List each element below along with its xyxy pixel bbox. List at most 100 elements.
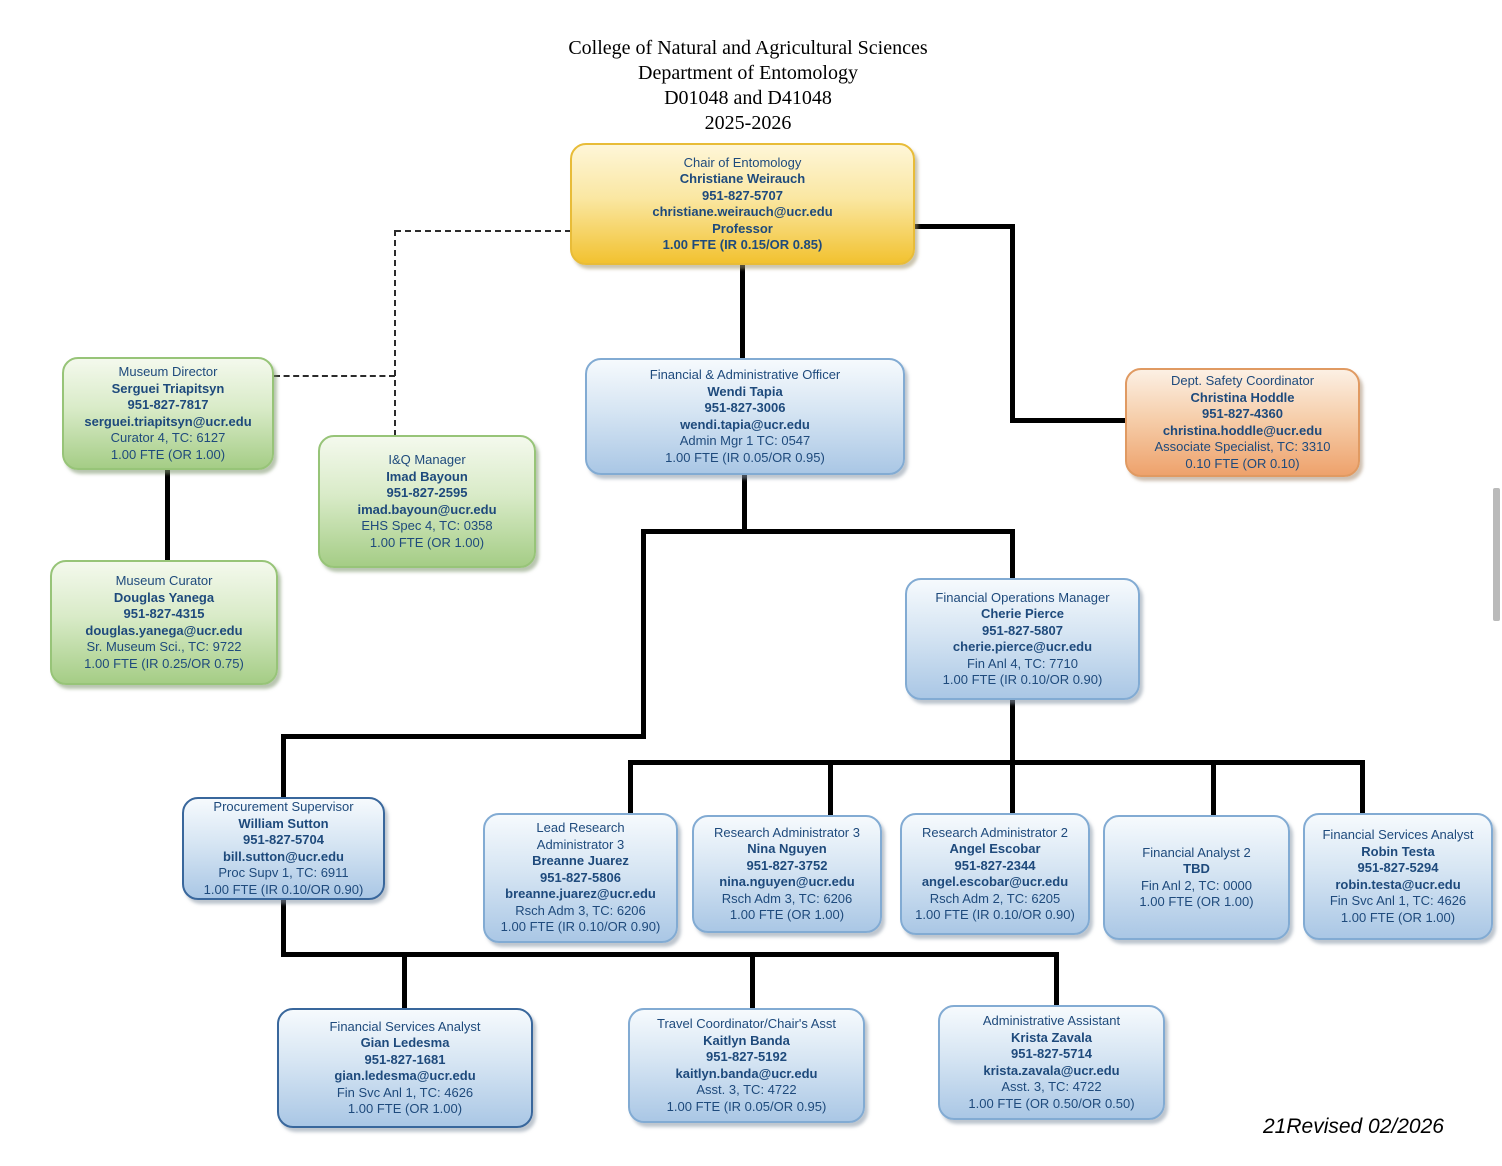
box-line: 1.00 FTE (IR 0.10/OR 0.90) xyxy=(203,881,364,897)
box-line: Wendi Tapia xyxy=(707,383,783,399)
connector-to-safety xyxy=(1010,418,1127,423)
title-line-department: Department of Entomology xyxy=(638,62,858,84)
connector-drop-travel xyxy=(750,952,755,1010)
box-line: 951-827-5704 xyxy=(243,832,324,847)
connector-bus3 xyxy=(281,952,1059,957)
box-line: 951-827-7817 xyxy=(127,397,209,412)
box-line: Administrative Assistant xyxy=(982,1013,1121,1028)
connector-to-procurement xyxy=(281,734,286,798)
box-line: Cherie Pierce xyxy=(980,606,1065,621)
box-line: Rsch Adm 2, TC: 6205 xyxy=(929,890,1061,906)
box-line: 1.00 FTE (IR 0.25/OR 0.75) xyxy=(84,655,244,671)
box-line: Research Administrator 2 xyxy=(922,824,1068,840)
box-line: William Sutton xyxy=(238,815,329,831)
connector-fom-down xyxy=(1010,699,1015,815)
box-line: 1.00 FTE (OR 0.50/OR 0.50) xyxy=(968,1095,1135,1111)
box-line: 951-827-2344 xyxy=(954,857,1036,873)
box-line: 1.00 FTE (OR 1.00) xyxy=(347,1101,463,1116)
box-line: Proc Supv 1, TC: 6911 xyxy=(218,865,349,880)
connector-left-horizontal xyxy=(281,734,646,739)
box-line: Museum Curator xyxy=(115,573,213,588)
box-line: 1.00 FTE (IR 0.05/OR 0.95) xyxy=(666,1098,827,1114)
box-line: EHS Spec 4, TC: 0358 xyxy=(361,518,493,533)
title-line-year: 2025-2026 xyxy=(704,112,792,134)
box-line: douglas.yanega@ucr.edu xyxy=(85,622,243,638)
box-line: Douglas Yanega xyxy=(113,589,215,605)
revision-note: 21Revised 02/2026 xyxy=(1263,1115,1444,1138)
box-line: Krista Zavala xyxy=(1011,1029,1092,1045)
connector-procurement-down xyxy=(281,899,286,955)
box-line: Curator 4, TC: 6127 xyxy=(110,430,226,445)
box-line: bill.sutton@ucr.edu xyxy=(222,848,344,864)
box-line: Financial Analyst 2 xyxy=(1142,844,1251,860)
box-line: Financial & Administrative Officer xyxy=(649,367,841,382)
box-line: cherie.pierce@ucr.edu xyxy=(952,639,1093,654)
box-line: Administrator 3 xyxy=(536,836,625,852)
box-line: Asst. 3, TC: 4722 xyxy=(696,1082,797,1097)
connector-chair-to-fao xyxy=(740,263,745,360)
box-line: 951-827-5806 xyxy=(540,869,621,885)
box-line: 951-827-5714 xyxy=(1011,1046,1092,1061)
connector-bus1 xyxy=(641,529,1015,534)
connector-bus1-to-fom xyxy=(1010,529,1015,580)
box-line: Admin Mgr 1 TC: 0547 xyxy=(679,433,811,448)
box-line: Angel Escobar xyxy=(949,841,1041,856)
connector-chair-right xyxy=(913,224,1015,229)
box-line: Rsch Adm 3, TC: 6206 xyxy=(721,890,853,906)
box-line: kaitlyn.banda@ucr.edu xyxy=(675,1065,818,1081)
dashed-connector-vertical xyxy=(394,230,396,436)
box-line: Serguei Triapitsyn xyxy=(111,380,225,396)
box-line: breanne.juarez@ucr.edu xyxy=(505,886,656,902)
title-line-codes: D01048 and D41048 xyxy=(664,87,832,109)
scrollbar-thumb[interactable] xyxy=(1493,488,1500,621)
box-line: Nina Nguyen xyxy=(747,841,827,856)
box-line: Kaitlyn Banda xyxy=(703,1032,790,1048)
box-line: wendi.tapia@ucr.edu xyxy=(680,416,810,432)
box-line: Rsch Adm 3, TC: 6206 xyxy=(515,902,646,918)
connector-drop-admin-asst xyxy=(1054,952,1059,1007)
box-line: 1.00 FTE (IR 0.10/OR 0.90) xyxy=(500,919,661,935)
connector-drop-lead-ra3 xyxy=(628,760,633,815)
box-line: Chair of Entomology xyxy=(683,154,802,170)
box-line: 1.00 FTE (OR 1.00) xyxy=(369,534,485,550)
box-line: 1.00 FTE (IR 0.05/OR 0.95) xyxy=(665,449,825,465)
box-line: Research Administrator 3 xyxy=(714,824,860,840)
chart-title: College of Natural and Agricultural Scie… xyxy=(428,36,1068,136)
box-line: 951-827-5294 xyxy=(1357,860,1439,875)
title-line-college: College of Natural and Agricultural Scie… xyxy=(568,37,928,59)
box-line: 1.00 FTE (OR 1.00) xyxy=(1340,909,1456,925)
dashed-connector-chair-left xyxy=(395,230,571,232)
box-line: 951-827-5192 xyxy=(706,1049,787,1064)
box-line: 1.00 FTE (IR 0.10/OR 0.90) xyxy=(942,672,1103,687)
box-line: 951-827-5807 xyxy=(982,622,1063,638)
box-line: Professor xyxy=(712,220,773,236)
box-line: Fin Svc Anl 1, TC: 4626 xyxy=(1329,893,1467,908)
box-line: nina.nguyen@ucr.edu xyxy=(719,874,855,889)
box-line: Lead Research xyxy=(536,820,625,836)
box-line: Fin Anl 4, TC: 7710 xyxy=(966,655,1079,671)
box-line: TBD xyxy=(1183,861,1210,876)
box-line: Financial Services Analyst xyxy=(329,1018,481,1034)
box-line: 0.10 FTE (OR 0.10) xyxy=(1185,455,1300,471)
box-line: 951-827-2595 xyxy=(386,485,468,500)
box-line: Gian Ledesma xyxy=(360,1035,450,1050)
dashed-connector-museum-director xyxy=(274,375,395,377)
box-line: 1.00 FTE (IR 0.10/OR 0.90) xyxy=(915,907,1075,922)
box-line: christiane.weirauch@ucr.edu xyxy=(652,204,833,219)
box-line: 951-827-4360 xyxy=(1202,406,1283,421)
box-line: 951-827-1681 xyxy=(364,1051,446,1067)
box-line: 951-827-3006 xyxy=(704,400,786,415)
box-line: gian.ledesma@ucr.edu xyxy=(334,1068,476,1083)
box-line: krista.zavala@ucr.edu xyxy=(983,1062,1120,1078)
